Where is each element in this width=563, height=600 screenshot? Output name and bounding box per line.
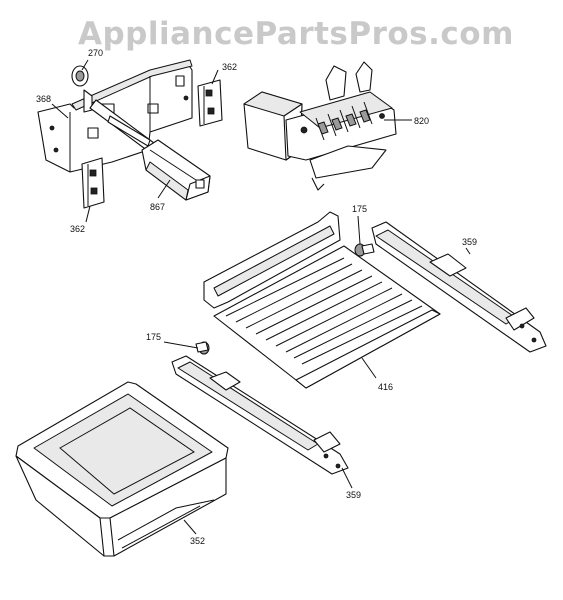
callout-359-right: 359 (462, 237, 477, 247)
callout-368: 368 (36, 94, 51, 104)
callout-362-top: 362 (222, 62, 237, 72)
part-352-ice-bin (15, 381, 229, 557)
callout-867: 867 (150, 202, 165, 212)
part-362-top-bracket (197, 79, 223, 127)
callout-359-bottom: 359 (346, 490, 361, 500)
part-359-right-rail (371, 221, 547, 353)
part-270-fitting (71, 65, 159, 155)
callout-270: 270 (88, 48, 103, 58)
part-416-shelf (203, 211, 441, 389)
part-820-ice-maker (243, 61, 397, 191)
callout-175-left: 175 (146, 332, 161, 342)
part-175-screw-left (195, 341, 210, 355)
callout-352: 352 (190, 536, 205, 546)
callout-175-right: 175 (352, 204, 367, 214)
callout-labels: 270 368 362 362 867 820 175 359 175 416 … (36, 48, 477, 546)
callout-362-bottom: 362 (70, 224, 85, 234)
part-867-chute (141, 139, 211, 201)
callout-416: 416 (378, 382, 393, 392)
part-362-bottom-bracket (81, 157, 105, 209)
callout-820: 820 (414, 116, 429, 126)
watermark-text: AppliancePartsPros.com (78, 16, 514, 52)
part-359-bottom-rail (171, 355, 349, 475)
leader-lines (51, 59, 471, 535)
part-175-screw-right (354, 243, 375, 257)
